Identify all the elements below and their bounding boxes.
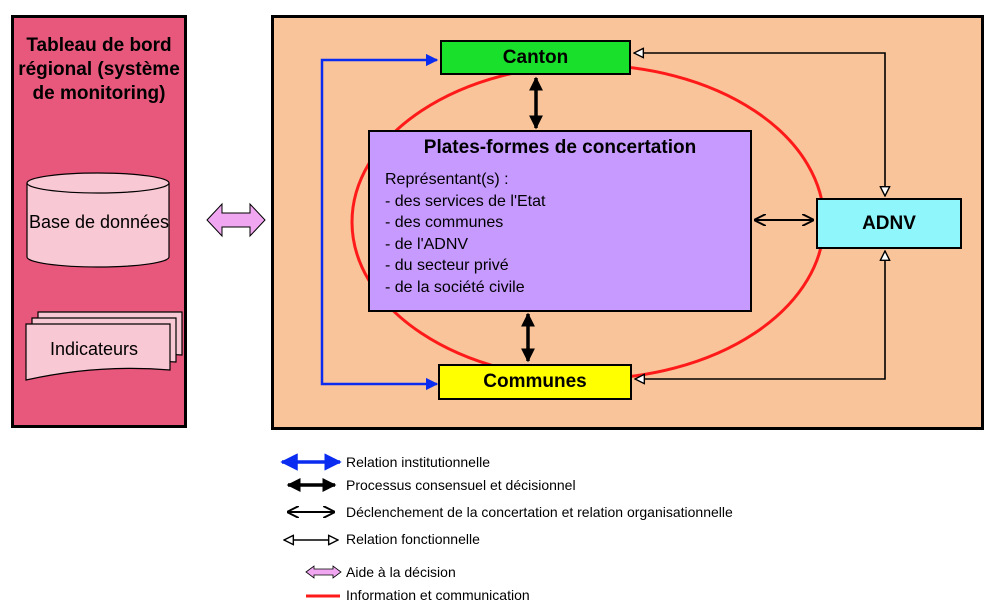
platform-item: Représentant(s) :	[385, 171, 509, 188]
legend-label: Déclenchement de la concertation et rela…	[346, 504, 733, 520]
legend-label: Relation fonctionnelle	[346, 531, 480, 547]
canton-adnv-functional-line	[634, 53, 885, 196]
platform-item: - de l'ADNV	[385, 235, 469, 253]
database-label: Base de données	[28, 212, 170, 232]
indicators-documents-icon	[25, 311, 183, 381]
platform-title: Plates-formes de concertation	[423, 137, 697, 158]
indicators-label: Indicateurs	[49, 339, 139, 359]
legend-label: Processus consensuel et décisionnel	[346, 477, 576, 493]
institutional-relation-line	[320, 53, 439, 391]
concertation-platform-box	[368, 130, 752, 312]
dashboard-title: Tableau de bord régional (système de mon…	[18, 35, 180, 104]
legend-label: Information et communication	[346, 587, 530, 603]
adnv-box: ADNV	[816, 198, 962, 249]
platform-item: - des communes	[385, 214, 504, 231]
communes-adnv-functional-line	[635, 251, 885, 379]
legend-pink-arrow-icon	[305, 565, 342, 579]
database-icon	[26, 172, 170, 268]
legend-label: Aide à la décision	[346, 564, 456, 580]
platform-item: - de la société civile	[385, 278, 525, 296]
platform-item: - des services de l'Etat	[385, 192, 546, 210]
platform-members-list: Représentant(s) : - des services de l'Et…	[385, 169, 545, 298]
canton-box: Canton	[440, 40, 631, 75]
communes-box: Communes	[438, 364, 632, 400]
platform-item: - du secteur privé	[385, 257, 509, 274]
legend-label: Relation institutionnelle	[346, 454, 490, 470]
decision-aid-arrow	[206, 202, 266, 238]
